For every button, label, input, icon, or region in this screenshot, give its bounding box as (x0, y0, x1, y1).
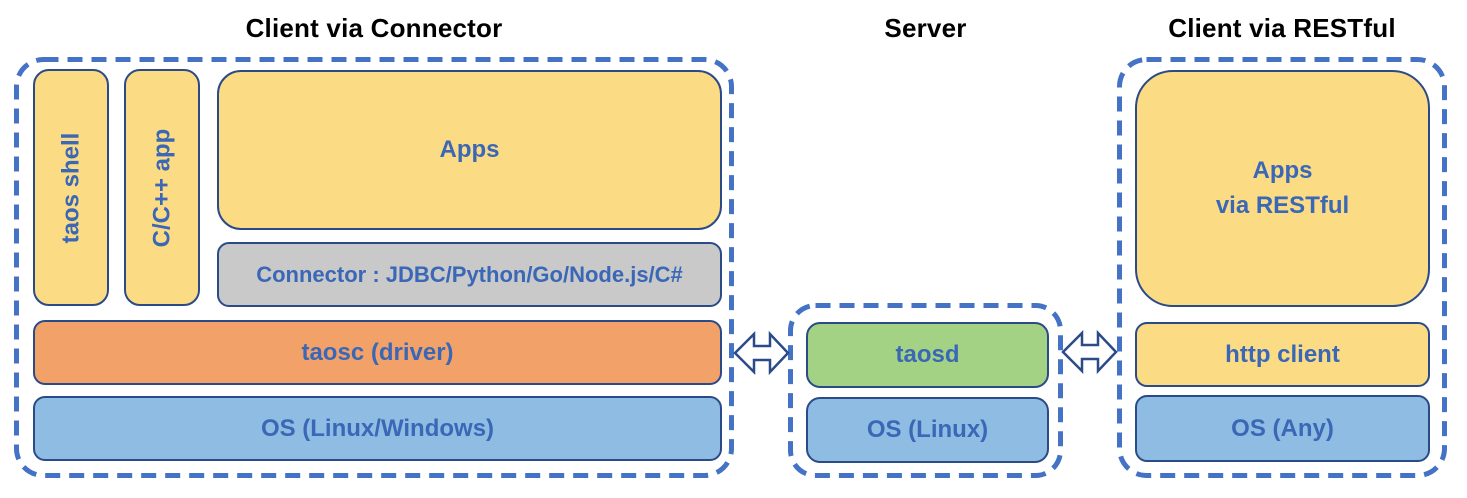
box-os-any: OS (Any) (1135, 395, 1430, 462)
box-connector-bar: Connector : JDBC/Python/Go/Node.js/C# (217, 242, 722, 307)
box-cpp-app: C/C++ app (124, 69, 200, 306)
taos-shell-label: taos shell (57, 132, 84, 243)
double-arrow-right-icon (1061, 329, 1118, 375)
box-os-linux: OS (Linux) (806, 397, 1049, 463)
box-os-linux-windows: OS (Linux/Windows) (33, 396, 722, 461)
cpp-app-label: C/C++ app (148, 128, 176, 247)
double-arrow-left-icon (733, 330, 790, 376)
box-apps-via-restful: Apps via RESTful (1135, 70, 1430, 307)
box-apps: Apps (217, 70, 722, 230)
box-taosc-driver: taosc (driver) (33, 320, 722, 385)
box-taosd: taosd (806, 322, 1049, 388)
box-http-client: http client (1135, 322, 1430, 387)
section-title-client-connector: Client via Connector (245, 13, 503, 43)
section-title-client-restful: Client via RESTful (1168, 13, 1396, 43)
section-title-server: Server (884, 13, 967, 43)
box-taos-shell: taos shell (33, 69, 109, 306)
